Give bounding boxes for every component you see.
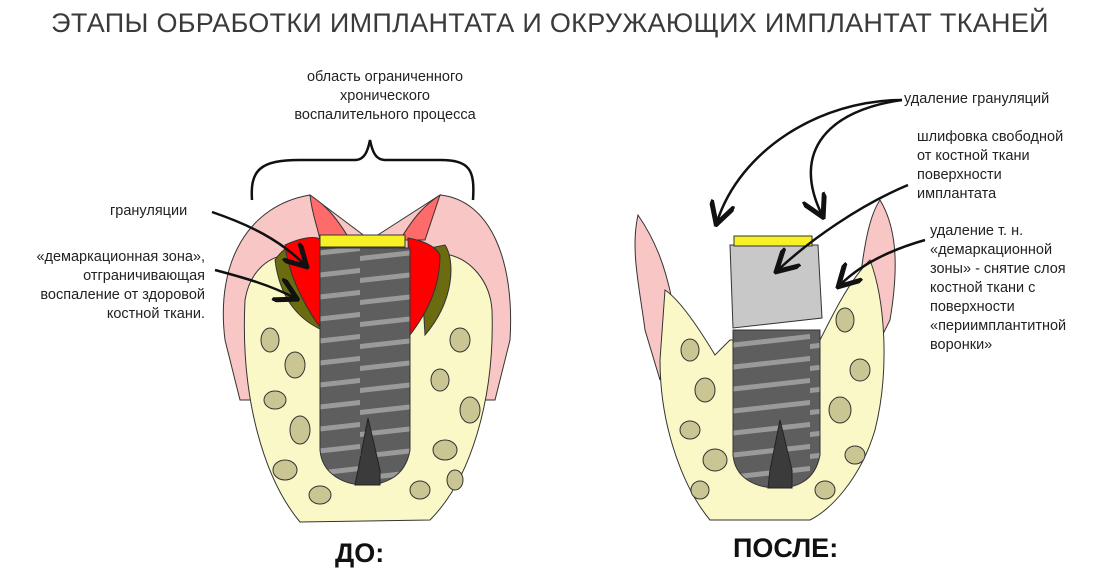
after-illustration bbox=[634, 98, 926, 521]
text-line: воспаление от здоровой bbox=[40, 287, 205, 303]
granulation-label: грануляции bbox=[110, 203, 188, 219]
soft-tissue bbox=[309, 193, 441, 241]
text-line: «демаркационная зона», bbox=[36, 249, 205, 265]
polished-surface bbox=[729, 244, 823, 329]
text-line: костной ткани. bbox=[106, 306, 205, 322]
after-label: ПОСЛЕ: bbox=[733, 533, 839, 563]
text-line: имплантата bbox=[917, 186, 997, 202]
text-line: удаление т. н. bbox=[930, 223, 1024, 239]
text-line: от костной ткани bbox=[917, 148, 1030, 164]
before-label: ДО: bbox=[335, 538, 385, 568]
text-line: «периимплантитной bbox=[930, 318, 1067, 334]
brace bbox=[250, 139, 475, 201]
text-line: зоны» - снятие слоя bbox=[930, 261, 1066, 277]
text-line: отграничивающая bbox=[83, 268, 205, 284]
cap bbox=[733, 235, 813, 247]
demarcation-removal-label: удаление т. н. «демаркационной зоны» - с… bbox=[930, 222, 1066, 355]
text-line: воронки» bbox=[930, 337, 993, 353]
granulation-removal-label: удаление грануляций bbox=[904, 91, 1050, 107]
text-line: область ограниченного bbox=[306, 69, 464, 85]
text-line: хронического bbox=[340, 88, 430, 104]
text-line: «демаркационной bbox=[930, 242, 1053, 258]
text-line: поверхности bbox=[917, 167, 1002, 183]
before-illustration bbox=[211, 139, 512, 523]
page-title: ЭТАПЫ ОБРАБОТКИ ИМПЛАНТАТА И ОКРУЖАЮЩИХ … bbox=[51, 8, 1049, 38]
polishing-label: шлифовка свободной от костной ткани пове… bbox=[917, 128, 1063, 204]
text-line: воспалительного процесса bbox=[294, 107, 476, 123]
demarcation-label: «демаркационная зона», отграничивающая в… bbox=[0, 248, 205, 324]
cap bbox=[319, 234, 406, 248]
text-line: поверхности bbox=[930, 299, 1015, 315]
text-line: шлифовка свободной bbox=[917, 129, 1064, 145]
text-line: костной ткани с bbox=[930, 280, 1036, 296]
inflammation-area-label: область ограниченного хронического воспа… bbox=[270, 68, 500, 125]
